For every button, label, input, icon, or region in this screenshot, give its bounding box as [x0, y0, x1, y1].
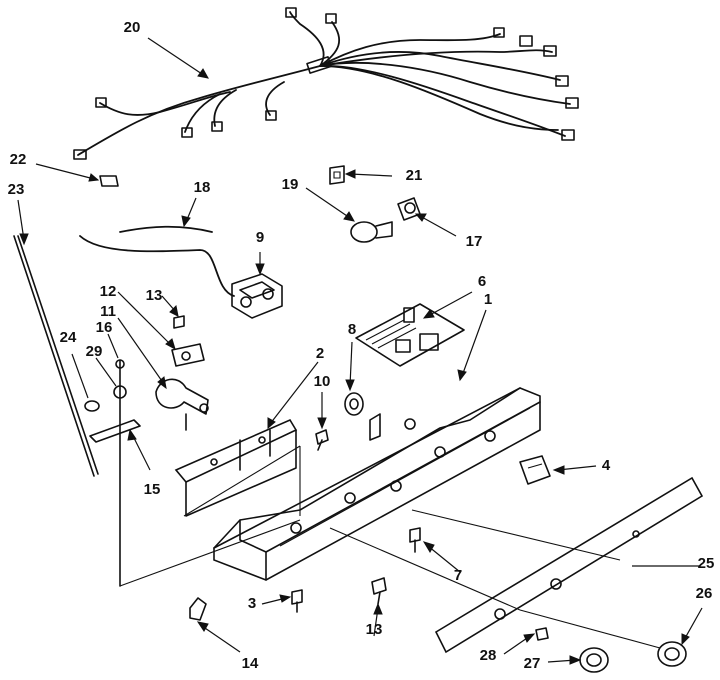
- part-4-bracket: [519, 455, 597, 485]
- callout-9: 9: [256, 229, 264, 246]
- callout-11: 11: [100, 303, 116, 320]
- callout-25: 25: [698, 555, 715, 572]
- callout-15: 15: [144, 481, 161, 498]
- callout-29: 29: [86, 343, 103, 360]
- callout-27: 27: [524, 655, 541, 672]
- part-22-clip: [35, 163, 119, 187]
- part-21-clip: [329, 165, 393, 185]
- callout-17: 17: [466, 233, 483, 250]
- part-10-screw: [315, 392, 329, 451]
- part-6-board: [355, 291, 473, 367]
- wiring-harness: [73, 7, 579, 160]
- callout-10: 10: [314, 373, 331, 390]
- callout-16: 16: [96, 319, 113, 336]
- callout-8: 8: [348, 321, 356, 338]
- part-19-bulb: [305, 187, 393, 243]
- callout-2: 2: [316, 345, 324, 362]
- part-8-knob: [344, 341, 364, 416]
- part-15-link: [89, 359, 151, 587]
- part-1-housing: [213, 309, 541, 581]
- reference-lines: [119, 445, 661, 649]
- callout-4: 4: [602, 457, 611, 474]
- callout-18: 18: [194, 179, 211, 196]
- part-28-spring: [503, 627, 549, 655]
- part-17-socket: [397, 197, 457, 237]
- part-24-washer: [71, 353, 100, 412]
- part-7-screw: [409, 527, 461, 573]
- part-29-washer: [95, 357, 127, 399]
- callout-12: 12: [100, 283, 117, 300]
- callout-28: 28: [480, 647, 497, 664]
- callout-21: 21: [406, 167, 423, 184]
- part-2-bracket: [174, 361, 319, 517]
- callout-20: 20: [124, 19, 141, 36]
- part-9-control: [231, 252, 283, 319]
- part-13-screw-top: [161, 295, 185, 329]
- part-18-tube: [79, 197, 235, 297]
- part-11-valve: [117, 317, 209, 431]
- callout-23: 23: [8, 181, 25, 198]
- callout-26: 26: [696, 585, 713, 602]
- part-3-screw: [261, 589, 303, 613]
- callout-19: 19: [282, 176, 299, 193]
- callout-13-bottom: 13: [366, 621, 383, 638]
- callout-24: 24: [60, 329, 77, 346]
- callout-labels: 20 22 23 18 21 19 17 9 6 1 12 13 11 16 2…: [8, 19, 715, 672]
- callout-14: 14: [242, 655, 259, 672]
- callout-7: 7: [454, 567, 462, 584]
- part-16-screw: [107, 333, 125, 369]
- part-13-screw-bottom: [371, 577, 387, 637]
- part-14-clip: [189, 597, 241, 653]
- callout-6: 6: [478, 273, 486, 290]
- part-25-front-panel: [434, 476, 704, 654]
- part-27-knob: [547, 647, 609, 673]
- callout-22: 22: [10, 151, 27, 168]
- part-26-knob: [657, 607, 703, 667]
- part-12-clamp: [117, 291, 205, 367]
- callout-13-top: 13: [146, 287, 163, 304]
- callout-3: 3: [248, 595, 256, 612]
- callout-1: 1: [484, 291, 492, 308]
- leader-20: [147, 37, 209, 79]
- part-23-rod: [13, 199, 99, 477]
